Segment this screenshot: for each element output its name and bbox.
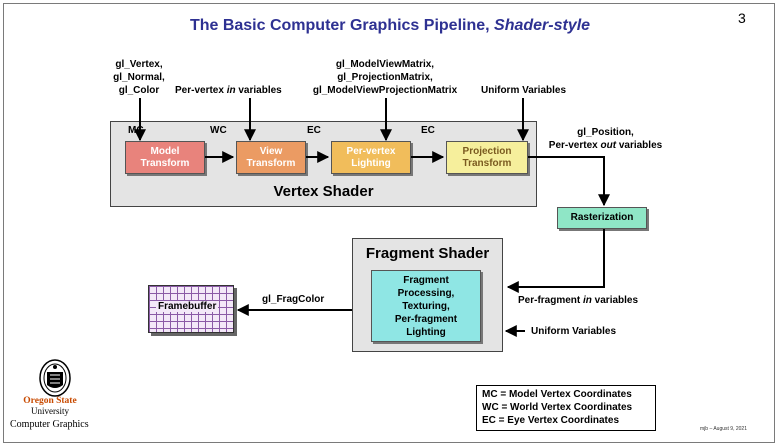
coord-label-ec-1: EC bbox=[307, 125, 321, 136]
coordinate-legend: MC = Model Vertex Coordinates WC = World… bbox=[476, 385, 656, 431]
coord-label-ec-2: EC bbox=[421, 125, 435, 136]
uniform-variables-label-bottom: Uniform Variables bbox=[531, 326, 617, 337]
gl-fragcolor-label: gl_FragColor bbox=[262, 294, 325, 305]
osu-computer-graphics: Computer Graphics bbox=[10, 419, 89, 430]
legend-ec: EC = Eye Vertex Coordinates bbox=[482, 415, 620, 426]
footer-date: mjb – August 9, 2021 bbox=[700, 426, 747, 432]
coord-label-wc: WC bbox=[210, 125, 227, 136]
fragment-shader-title: Fragment Shader bbox=[365, 245, 490, 262]
vertex-shader-outputs-label: gl_Position, Per-vertex out variables bbox=[548, 127, 663, 151]
matrices-label: gl_ModelViewMatrix, gl_ProjectionMatrix,… bbox=[312, 59, 458, 96]
legend-mc: MC = Model Vertex Coordinates bbox=[482, 389, 632, 400]
per-vertex-in-label: Per-vertex in variables bbox=[175, 85, 282, 96]
fragment-processing-box: Fragment Processing, Texturing, Per-frag… bbox=[371, 270, 481, 342]
vertex-attributes-label: gl_Vertex, gl_Normal, gl_Color bbox=[113, 59, 165, 96]
per-fragment-in-label: Per-fragment in variables bbox=[518, 295, 639, 306]
slide-title: The Basic Computer Graphics Pipeline, Sh… bbox=[189, 17, 591, 34]
uniform-variables-label-top: Uniform Variables bbox=[481, 85, 567, 96]
vertex-shader-title: Vertex Shader bbox=[273, 183, 374, 200]
framebuffer-label: Framebuffer bbox=[156, 301, 219, 312]
osu-seal-icon bbox=[39, 359, 71, 397]
osu-name: Oregon State University bbox=[23, 396, 77, 416]
page-number: 3 bbox=[738, 10, 746, 26]
slide-frame bbox=[3, 3, 775, 443]
legend-wc: WC = World Vertex Coordinates bbox=[482, 402, 633, 413]
rasterization-box: Rasterization bbox=[557, 207, 647, 229]
